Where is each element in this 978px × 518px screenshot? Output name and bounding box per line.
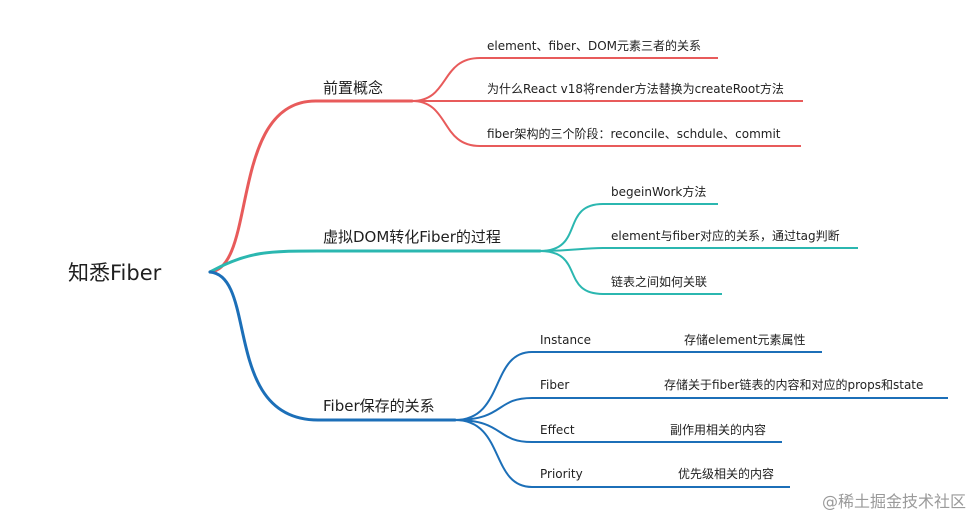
connector-root-to-fiber-relations [208,270,457,422]
prereq-leaf-3-label[interactable]: fiber架构的三个阶段：reconcile、schdule、commit [487,126,781,141]
branch-vdom-label[interactable]: 虚拟DOM转化Fiber的过程 [323,228,501,246]
vdom-leaf-1-label[interactable]: begeinWork方法 [611,184,706,199]
connector-fiber-relations-leaf-3 [454,419,782,443]
connector-prereq-leaf-3 [411,100,801,147]
fiber-relations-leaf-3-detail: 副作用相关的内容 [670,422,766,437]
watermark: @稀土掘金技术社区 [821,492,966,511]
vdom-leaf-2-label[interactable]: element与fiber对应的关系，通过tag判断 [611,228,840,243]
connector-vdom-leaf-1 [539,203,718,252]
connector-fiber-relations-leaf-2 [454,397,948,421]
connector-root-to-vdom [208,249,542,274]
fiber-relations-leaf-2-label[interactable]: Fiber [540,378,569,392]
connector-vdom-leaf-2 [539,247,858,252]
fiber-relations-leaf-2-detail: 存储关于fiber链表的内容和对应的props和state [664,377,923,392]
connector-root-to-prereq [208,99,414,274]
prereq-leaf-1-label[interactable]: element、fiber、DOM元素三者的关系 [487,38,701,53]
branch-prereq-label[interactable]: 前置概念 [323,79,383,97]
root-topic[interactable]: 知悉Fiber [68,261,162,285]
fiber-relations-leaf-1-label[interactable]: Instance [540,333,591,347]
connector-vdom-leaf-3 [539,250,722,295]
branch-fiber-relations-label[interactable]: Fiber保存的关系 [323,397,435,415]
connector-prereq-leaf-1 [411,57,718,102]
prereq-leaf-2-label[interactable]: 为什么React v18将render方法替换为createRoot方法 [487,81,784,96]
connector-fiber-relations-leaf-4 [454,419,790,488]
fiber-relations-leaf-4-label[interactable]: Priority [540,467,583,481]
vdom-leaf-3-label[interactable]: 链表之间如何关联 [611,274,707,289]
connector-fiber-relations-leaf-1 [454,351,822,421]
fiber-relations-leaf-1-detail: 存储element元素属性 [684,332,805,347]
fiber-relations-leaf-3-label[interactable]: Effect [540,423,575,437]
fiber-relations-leaf-4-detail: 优先级相关的内容 [678,466,774,481]
